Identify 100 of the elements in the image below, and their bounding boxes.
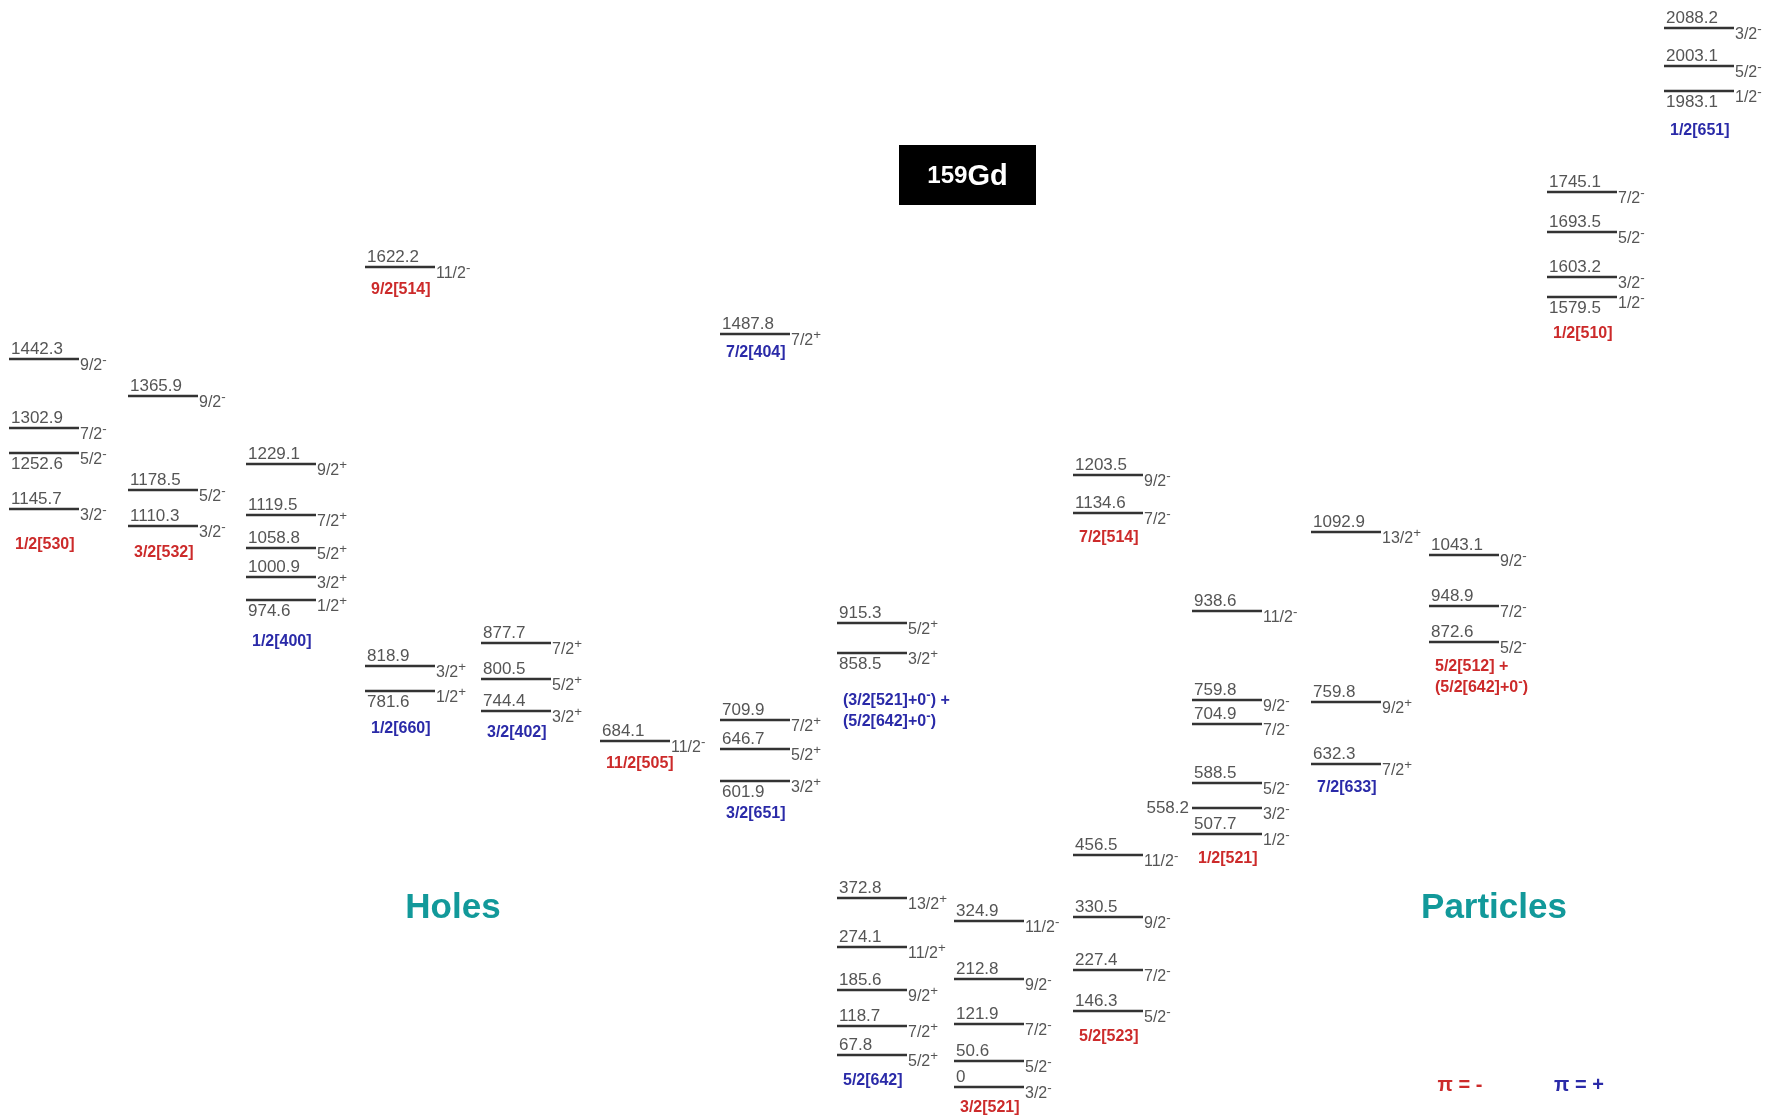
energy-value: 646.7 xyxy=(722,730,765,748)
energy-value: 1178.5 xyxy=(130,471,181,489)
energy-value: 146.3 xyxy=(1075,992,1118,1010)
spin-parity: 3/2$^{+}$ xyxy=(908,647,939,669)
energy-value: 1365.9 xyxy=(130,377,182,395)
energy-value: 1203.5 xyxy=(1075,456,1127,474)
spin-parity: 7/2$^{-}$ xyxy=(1144,964,1171,986)
energy-value: 974.6 xyxy=(248,602,291,620)
band-label: 5/2[523] xyxy=(1079,1027,1139,1045)
spin-parity: 7/2$^{-}$ xyxy=(1144,507,1171,529)
spin-parity: 9/2$^{+}$ xyxy=(317,458,348,480)
energy-value: 1302.9 xyxy=(11,409,63,427)
spin-parity: 5/2$^{+}$ xyxy=(908,1049,939,1071)
legend-item: π = + xyxy=(1554,1073,1604,1095)
energy-value: 324.9 xyxy=(956,902,999,920)
spin-parity: 11/2$^{-}$ xyxy=(1263,605,1298,627)
spin-parity: 5/2$^{-}$ xyxy=(1025,1055,1052,1077)
energy-value: 1603.2 xyxy=(1549,258,1601,276)
band-label: 7/2[404] xyxy=(726,343,786,361)
spin-parity: 11/2$^{-}$ xyxy=(671,735,706,756)
spin-parity: 9/2$^{-}$ xyxy=(1263,694,1290,716)
energy-value: 709.9 xyxy=(722,701,765,719)
energy-value: 118.7 xyxy=(839,1007,881,1025)
band-label: 3/2[651] xyxy=(726,804,786,822)
band-label: 1/2[521] xyxy=(1198,849,1258,867)
spin-parity: 3/2$^{+}$ xyxy=(317,571,348,593)
band-label: 5/2[512] + (5/2[642]+0$^{-}$) xyxy=(1435,658,1529,696)
band-label: 1/2[510] xyxy=(1553,324,1613,342)
energy-value: 1092.9 xyxy=(1313,513,1365,531)
energy-value: 1229.1 xyxy=(248,445,300,463)
band-label: 11/2[505] xyxy=(606,754,674,772)
spin-parity: 1/2$^{-}$ xyxy=(1263,828,1290,850)
region-label: Holes xyxy=(405,887,501,925)
spin-parity: 9/2$^{+}$ xyxy=(1382,696,1413,718)
spin-parity: 9/2$^{-}$ xyxy=(1025,973,1052,995)
energy-value: 1487.8 xyxy=(722,315,774,333)
energy-value: 1693.5 xyxy=(1549,213,1601,231)
band-label: 1/2[400] xyxy=(252,632,312,650)
spin-parity: 11/2$^{+}$ xyxy=(908,941,946,963)
spin-parity: 7/2$^{+}$ xyxy=(1382,758,1413,780)
spin-parity: 5/2$^{-}$ xyxy=(199,484,226,506)
spin-parity: 5/2$^{-}$ xyxy=(1500,636,1527,658)
spin-parity: 9/2$^{+}$ xyxy=(908,984,939,1006)
energy-value: 800.5 xyxy=(483,660,526,678)
spin-parity: 13/2$^{+}$ xyxy=(908,892,947,914)
spin-parity: 5/2$^{-}$ xyxy=(1144,1005,1171,1027)
spin-parity: 7/2$^{-}$ xyxy=(1263,718,1290,740)
spin-parity: 11/2$^{-}$ xyxy=(436,261,471,283)
energy-value: 1745.1 xyxy=(1549,173,1601,191)
energy-value: 1252.6 xyxy=(11,455,63,473)
energy-value: 915.3 xyxy=(839,604,882,622)
energy-value: 0 xyxy=(956,1068,966,1086)
spin-parity: 5/2$^{+}$ xyxy=(552,673,583,695)
energy-value: 1134.6 xyxy=(1075,494,1126,512)
energy-value: 274.1 xyxy=(839,928,882,946)
energy-value: 759.8 xyxy=(1313,683,1356,701)
energy-value: 2088.2 xyxy=(1666,9,1718,27)
spin-parity: 1/2$^{+}$ xyxy=(317,594,348,616)
spin-parity: 5/2$^{-}$ xyxy=(80,447,107,469)
region-label: Particles xyxy=(1421,887,1567,925)
energy-value: 632.3 xyxy=(1313,745,1356,763)
spin-parity: 3/2$^{-}$ xyxy=(1025,1081,1052,1103)
energy-value: 759.8 xyxy=(1194,681,1237,699)
spin-parity: 1/2$^{-}$ xyxy=(1735,85,1762,107)
spin-parity: 7/2$^{-}$ xyxy=(80,422,107,444)
energy-value: 330.5 xyxy=(1075,898,1118,916)
spin-parity: 13/2$^{+}$ xyxy=(1382,526,1421,548)
energy-value: 1000.9 xyxy=(248,558,300,576)
band-label: 3/2[532] xyxy=(134,543,194,561)
band-label: 3/2[402] xyxy=(487,723,547,741)
energy-value: 872.6 xyxy=(1431,623,1474,641)
spin-parity: 7/2$^{+}$ xyxy=(317,509,348,531)
spin-parity: 9/2$^{-}$ xyxy=(80,353,107,375)
spin-parity: 11/2$^{-}$ xyxy=(1144,849,1179,871)
spin-parity: 5/2$^{-}$ xyxy=(1618,226,1645,248)
energy-value: 948.9 xyxy=(1431,587,1474,605)
band-label: 7/2[514] xyxy=(1079,528,1139,546)
energy-value: 818.9 xyxy=(367,647,410,665)
band-label: 1/2[651] xyxy=(1670,121,1730,139)
spin-parity: 3/2$^{+}$ xyxy=(791,775,822,797)
spin-parity: 1/2$^{+}$ xyxy=(436,685,467,707)
energy-value: 588.5 xyxy=(1194,764,1237,782)
spin-parity: 5/2$^{+}$ xyxy=(791,743,822,765)
energy-value: 185.6 xyxy=(839,971,882,989)
energy-value: 212.8 xyxy=(956,960,999,978)
energy-value: 50.6 xyxy=(956,1042,990,1060)
energy-value: 67.8 xyxy=(839,1036,873,1054)
energy-value: 1579.5 xyxy=(1549,299,1601,317)
spin-parity: 7/2$^{-}$ xyxy=(1618,186,1645,208)
spin-parity: 1/2$^{-}$ xyxy=(1618,291,1645,313)
energy-value: 456.5 xyxy=(1075,836,1118,854)
spin-parity: 5/2$^{+}$ xyxy=(908,617,939,639)
spin-parity: 9/2$^{-}$ xyxy=(1144,469,1171,491)
energy-value: 601.9 xyxy=(722,783,765,801)
energy-value: 1110.3 xyxy=(130,507,180,525)
band-label: 5/2[642] xyxy=(843,1071,903,1089)
spin-parity: 7/2$^{+}$ xyxy=(791,328,822,350)
energy-value: 2003.1 xyxy=(1666,47,1718,65)
spin-parity: 7/2$^{+}$ xyxy=(908,1020,939,1042)
spin-parity: 7/2$^{-}$ xyxy=(1025,1018,1052,1040)
